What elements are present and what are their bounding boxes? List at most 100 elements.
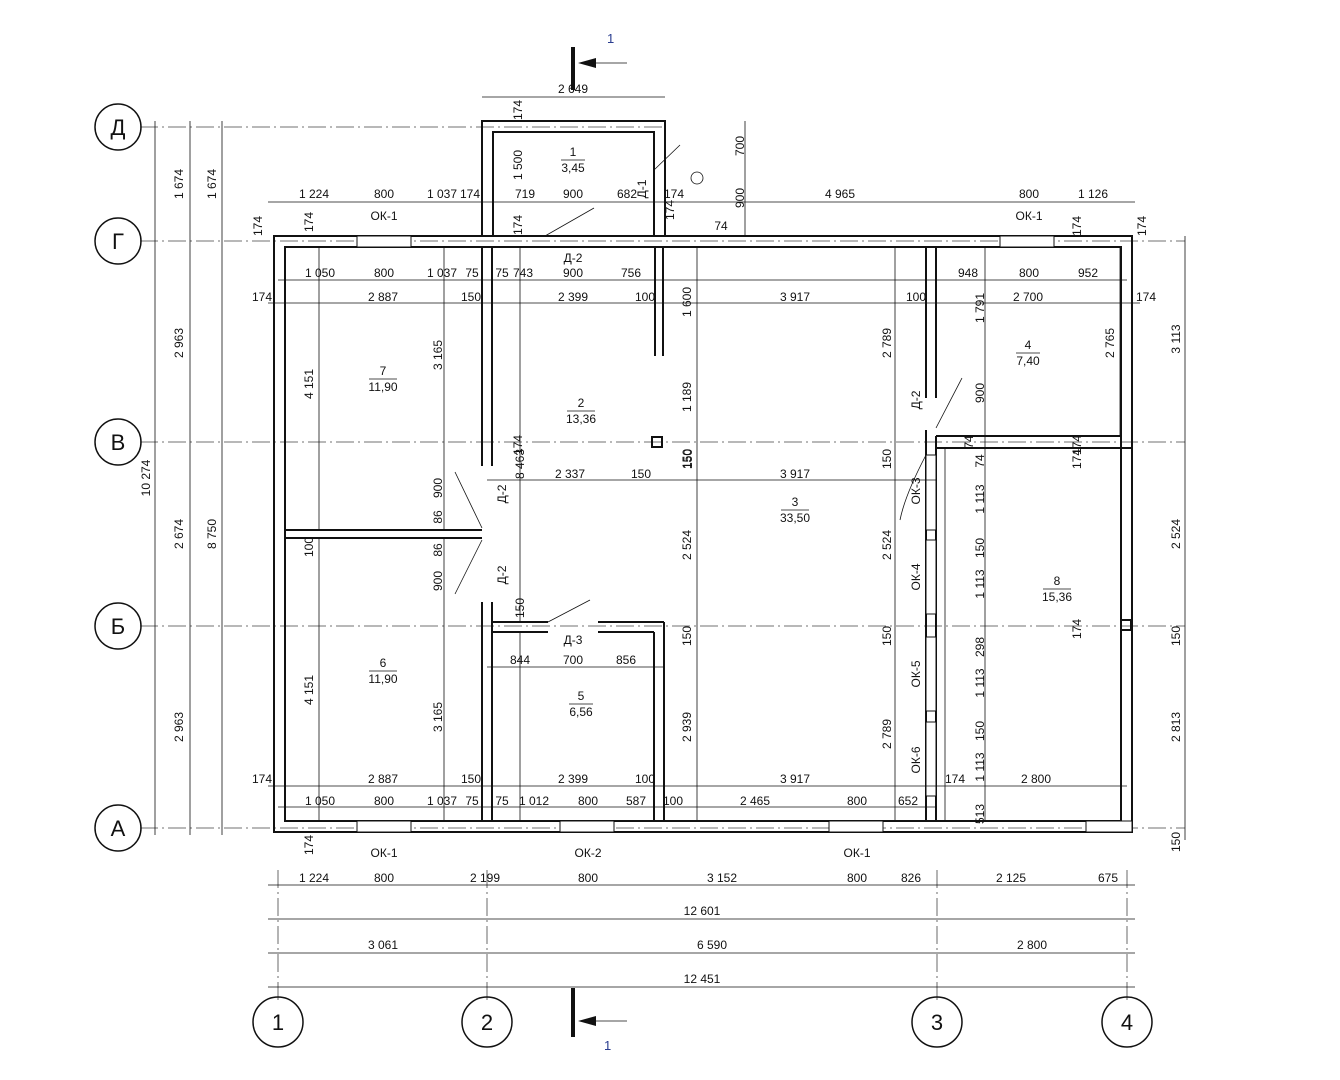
mark-ok1-bottom-left: ОК-1: [371, 846, 398, 860]
axis-bubble-4: [1101, 996, 1153, 1048]
walls: [273, 120, 1133, 833]
dim: 826: [901, 871, 921, 885]
dim: 174: [1136, 290, 1156, 304]
room-2-area: 13,36: [566, 412, 596, 426]
dimension-lines: [154, 96, 1186, 988]
dim: 2 813: [1169, 712, 1183, 742]
dim: 3 917: [780, 772, 810, 786]
dim: 150: [681, 449, 695, 469]
dim: 800: [578, 794, 598, 808]
dim: 174: [511, 435, 525, 455]
axis-bubble-2: [461, 996, 513, 1048]
dim: 513: [973, 804, 987, 824]
door-swing-arc: [899, 454, 927, 521]
door-leaf-upper: [454, 471, 483, 529]
door-leaf-d3: [547, 599, 591, 623]
mark-d1: Д-1: [635, 179, 649, 198]
dim: 150: [1169, 832, 1183, 852]
dim: 2 399: [558, 772, 588, 786]
mark-d2-top: Д-2: [564, 251, 583, 265]
dim: 174: [1070, 216, 1084, 236]
section-label-top: 1: [607, 31, 614, 46]
dim: 174: [302, 835, 316, 855]
dim: 2 337: [555, 467, 585, 481]
dim: 652: [898, 794, 918, 808]
room-7-number: 7: [380, 364, 387, 378]
dim: 8 463: [513, 449, 527, 479]
axis-label-3: 3: [931, 1010, 943, 1035]
dim: 174: [251, 216, 265, 236]
window-ok1-bottom-left: [356, 820, 412, 833]
axis-bubble-g: [94, 217, 142, 265]
dim: 756: [621, 266, 641, 280]
dim: 2 789: [880, 719, 894, 749]
dim: 1 600: [680, 287, 694, 317]
room-6-number: 6: [380, 656, 387, 670]
dim: 2 963: [172, 328, 186, 358]
axis-label-b: Б: [111, 614, 125, 639]
dim: 174: [1070, 449, 1084, 469]
dim: 100: [302, 537, 316, 557]
dim: 2 674: [172, 519, 186, 549]
dim: 900: [563, 187, 583, 201]
dim: 2 700: [1013, 290, 1043, 304]
windows: [356, 235, 1133, 833]
dim: 100: [635, 772, 655, 786]
dim: 1 500: [511, 150, 525, 180]
room-labels: 1 3,45 2 13,36 3 33,50 4 7,40 5 6,56 6 1…: [368, 145, 1072, 719]
dim: 1 037: [427, 794, 457, 808]
dim: 1 189: [680, 382, 694, 412]
dim: 2 524: [680, 530, 694, 560]
dim: 844: [510, 653, 530, 667]
dim: 1 037: [427, 266, 457, 280]
mark-ok6: ОК-6: [909, 746, 923, 773]
dim: 948: [958, 266, 978, 280]
dim: 2 399: [558, 290, 588, 304]
dim: 800: [847, 871, 867, 885]
dim: 75: [465, 266, 479, 280]
dim: 682: [617, 187, 637, 201]
window-ok2-bottom: [559, 820, 615, 833]
dim: 675: [1098, 871, 1118, 885]
window-ok6: [925, 721, 937, 797]
dim: 1 050: [305, 266, 335, 280]
dim: 1 050: [305, 794, 335, 808]
window-ok3: [925, 454, 937, 531]
dim: 856: [616, 653, 636, 667]
door-leaf-lower: [454, 539, 483, 595]
mark-d2-upper: Д-2: [495, 484, 509, 503]
room-3-number: 3: [792, 495, 799, 509]
dim: 743: [513, 266, 533, 280]
dim: 298: [973, 637, 987, 657]
doors: [454, 144, 963, 623]
window-ok1-top-right: [999, 235, 1055, 248]
dim: 1 224: [299, 871, 329, 885]
dim: 800: [578, 871, 598, 885]
dim: 2 524: [880, 530, 894, 560]
section-arrow-bottom-icon: [578, 1016, 596, 1026]
dim: 800: [847, 794, 867, 808]
dim: 75: [495, 794, 509, 808]
dim: 4 151: [302, 675, 316, 705]
dim: 174: [252, 772, 272, 786]
window-ok5: [925, 636, 937, 712]
dim: 3 917: [780, 290, 810, 304]
dim: 150: [973, 721, 987, 741]
window-ok1-bottom-right: [828, 820, 884, 833]
dim: 1 224: [299, 187, 329, 201]
mark-ok5: ОК-5: [909, 660, 923, 687]
dim: 86: [431, 543, 445, 557]
room-6-area: 11,90: [368, 672, 397, 686]
dim: 150: [880, 449, 894, 469]
dim: 1 037: [427, 187, 457, 201]
dim-top-entry: 2 649: [558, 82, 588, 96]
axis-label-d: Д: [111, 115, 126, 140]
room-4-area: 7,40: [1016, 354, 1040, 368]
axis-bubble-1: [252, 996, 304, 1048]
dim: 900: [733, 188, 747, 208]
dim: 3 152: [707, 871, 737, 885]
dim: 800: [374, 266, 394, 280]
dim: 800: [374, 794, 394, 808]
room-8-area: 15,36: [1042, 590, 1072, 604]
mark-ok1-top: ОК-1: [371, 209, 398, 223]
